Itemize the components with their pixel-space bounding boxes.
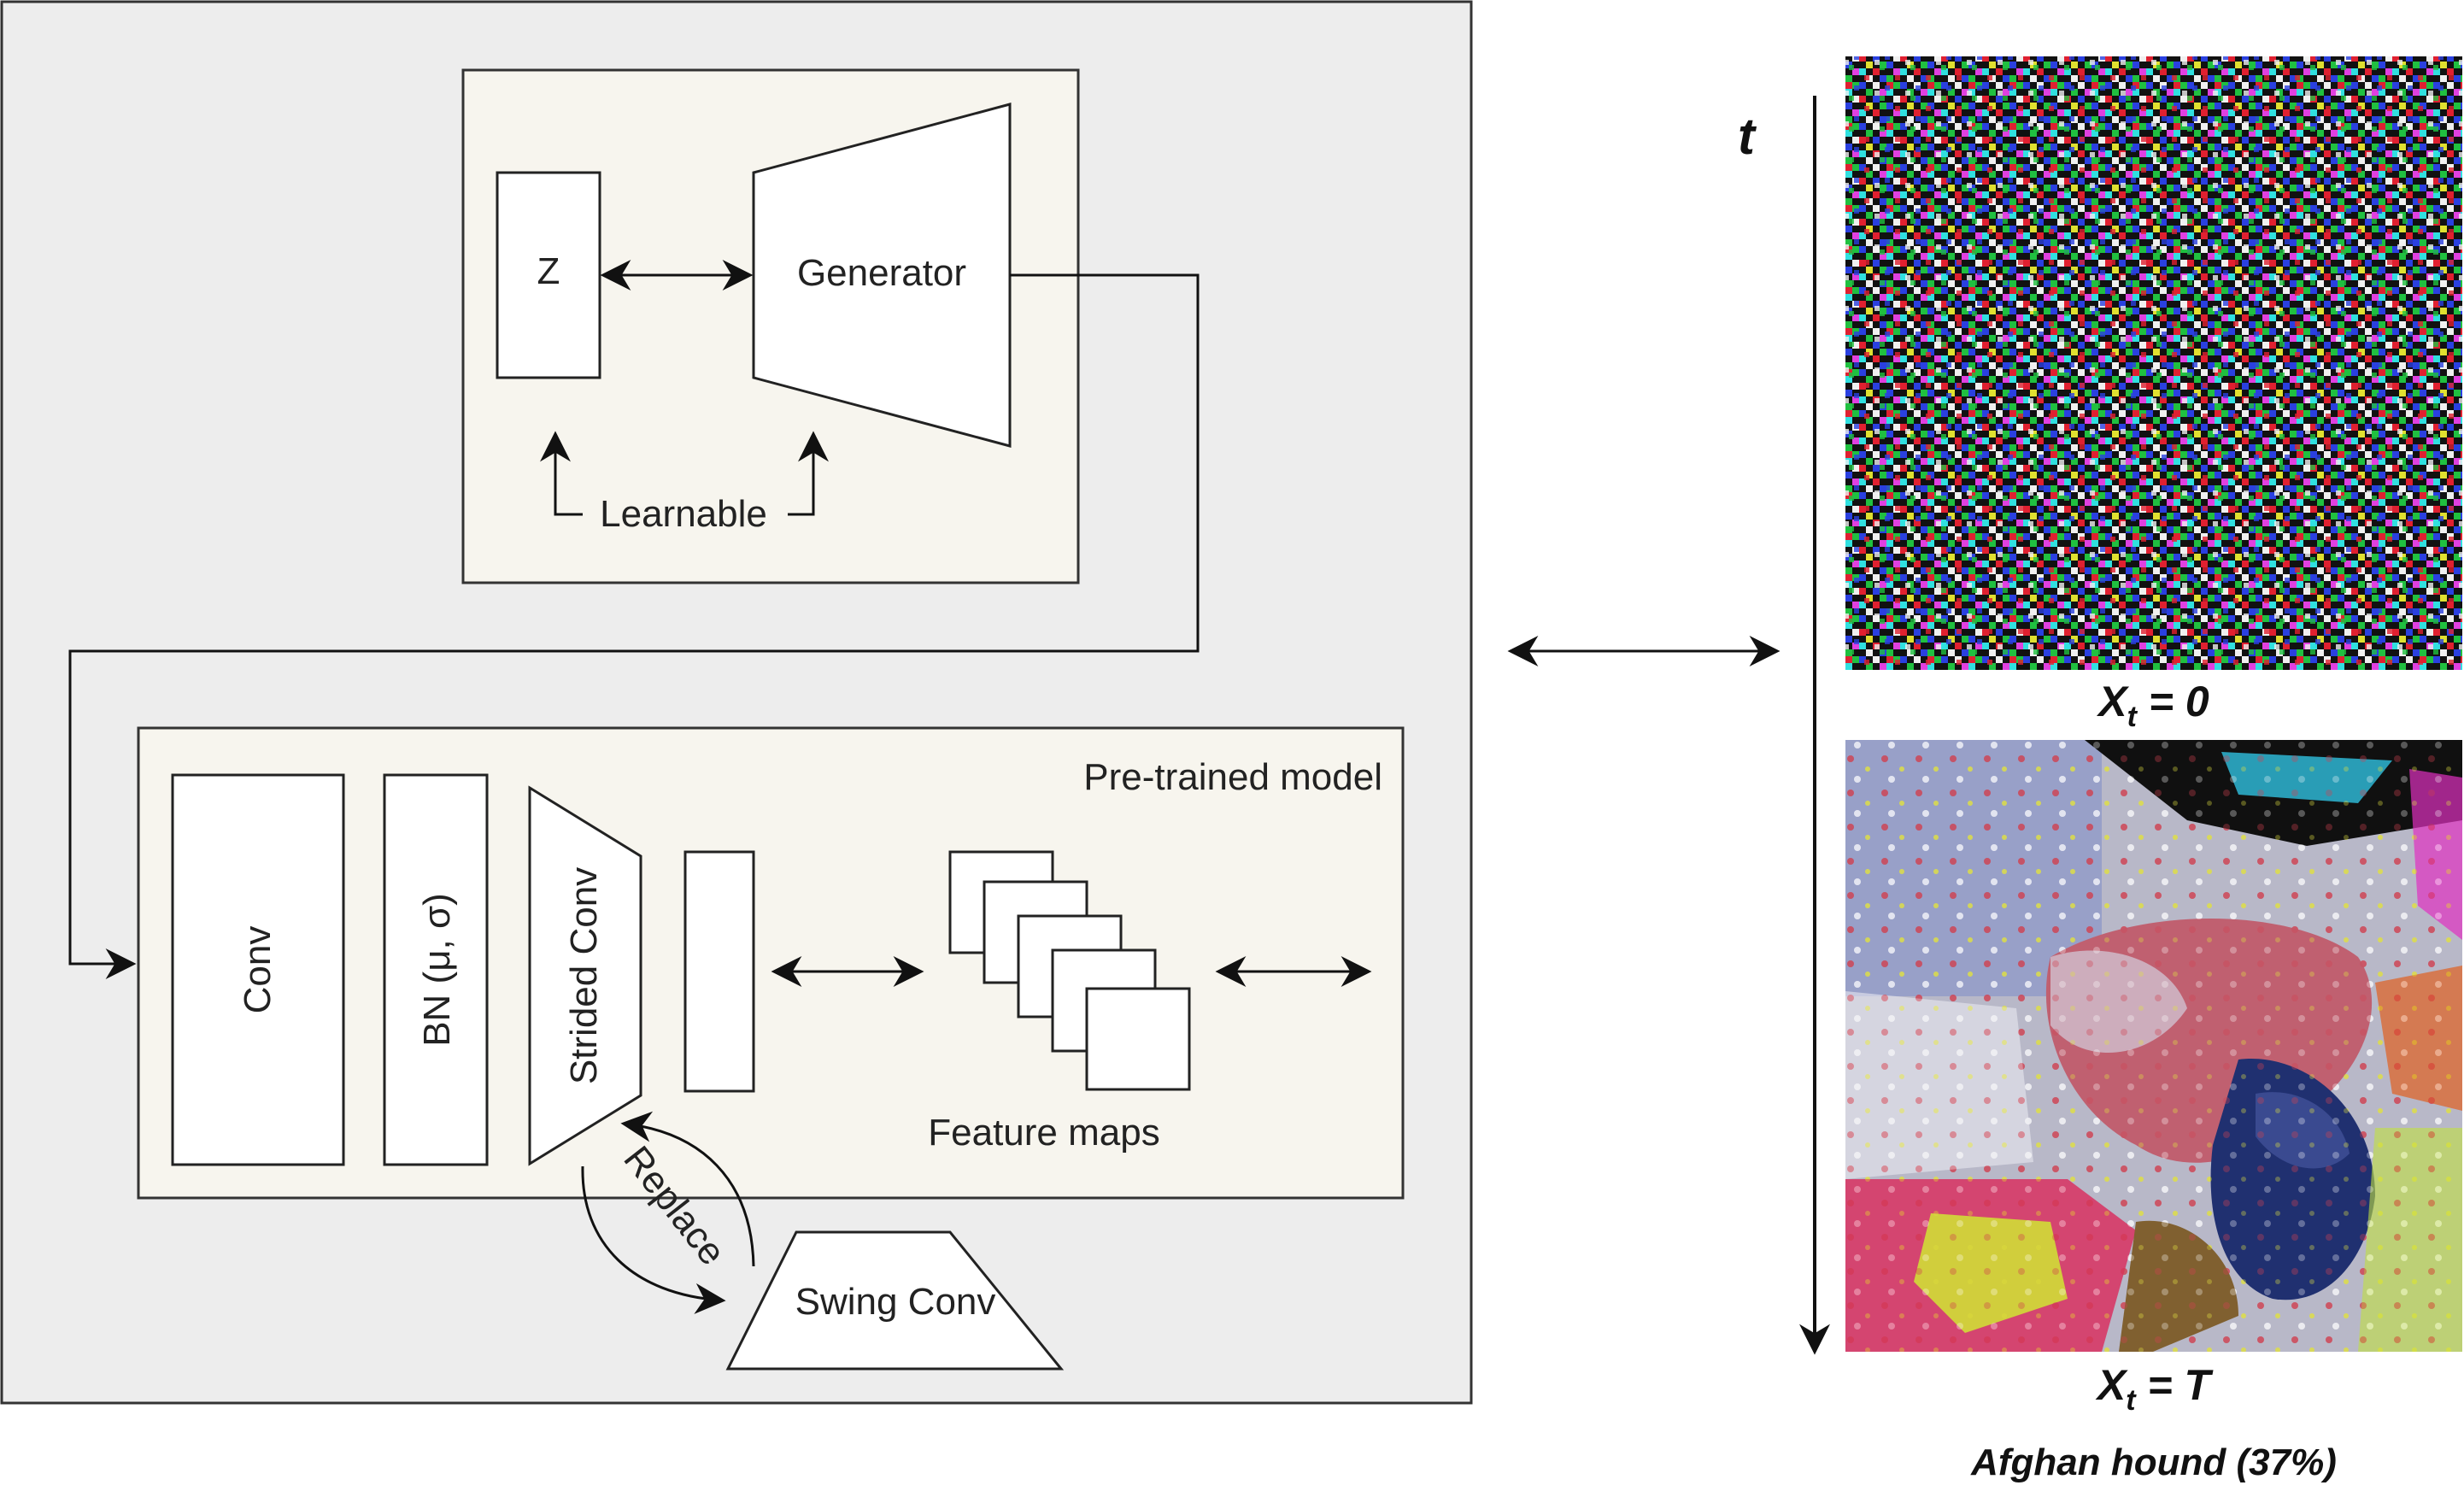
generator-block <box>752 103 1012 448</box>
bottom-image-caption: Xt = T <box>2095 1361 2215 1417</box>
conv-label: Conv <box>237 926 279 1014</box>
prediction-label: Afghan hound (37%) <box>1970 1441 2337 1483</box>
generator-label: Generator <box>797 252 966 294</box>
swing-conv-block <box>725 1230 1065 1371</box>
feature-map <box>1085 987 1191 1091</box>
strided-conv-label: Strided Conv <box>563 867 605 1084</box>
time-axis-label: t <box>1738 108 1757 165</box>
feature-maps-label: Feature maps <box>928 1112 1159 1154</box>
generator-to-model-connector <box>68 273 1200 979</box>
bn-label: BN (μ, σ) <box>416 893 458 1047</box>
learnable-label: Learnable <box>600 493 767 535</box>
noise-image <box>1845 56 2462 670</box>
layer-output-block <box>683 850 755 1093</box>
top-image-caption: Xt = 0 <box>2096 678 2209 733</box>
replace-arrow-upper <box>620 1111 755 1267</box>
conv-block <box>171 773 345 1166</box>
pretrained-model-label: Pre-trained model <box>1083 756 1382 798</box>
learnable-arrow-left <box>540 431 583 516</box>
swing-conv-label: Swing Conv <box>795 1281 996 1323</box>
bn-block <box>383 773 489 1166</box>
replace-arrow-lower <box>581 1165 726 1314</box>
synthesized-image <box>1845 740 2462 1352</box>
pretrained-model-box <box>137 726 1405 1200</box>
learnable-arrow-right <box>788 431 829 516</box>
z-block <box>496 171 601 379</box>
strided-conv-block <box>528 785 642 1166</box>
z-label: Z <box>537 250 560 292</box>
